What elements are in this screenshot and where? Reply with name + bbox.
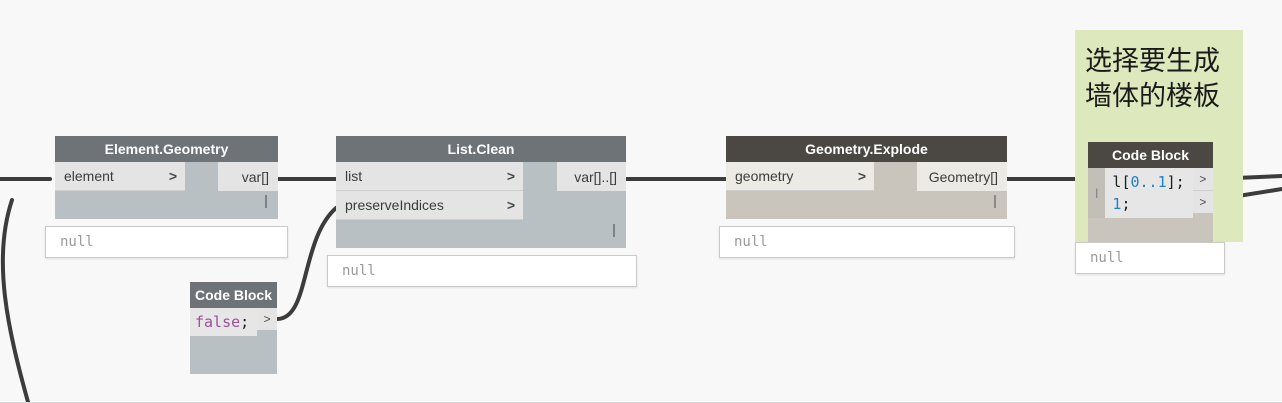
output-port-geometry-array[interactable]: Geometry[] [917,162,1007,191]
code-block-gutter: l [1088,168,1106,218]
preview-value: null [1090,250,1124,266]
node-footer [726,191,1007,219]
port-row: element > var[] [55,162,278,191]
code-token-range: 0..1 [1130,173,1167,191]
port-row: preserveIndices > [336,191,626,220]
input-port-element[interactable]: element > [55,162,185,191]
preview-value: null [734,234,768,250]
lacing-indicator-icon[interactable] [613,224,615,237]
node-gap-right [557,191,626,220]
node-title-geometry-explode: Geometry.Explode [726,136,1007,162]
code-token-keyword: false [195,313,241,331]
preview-bubble-list-clean: null [327,255,637,287]
code-token-punct: ; [240,313,250,331]
output-port-label: var[] [241,168,269,185]
code-block-outputs: > [257,308,277,336]
node-footer [336,220,626,248]
chevron-right-icon: > [506,197,515,213]
node-body-geometry-explode: geometry > Geometry[] [726,162,1007,219]
node-gap [523,191,557,220]
chevron-right-icon: > [857,168,866,184]
node-title-list-clean: List.Clean [336,136,626,162]
chevron-right-icon: > [168,168,177,184]
output-port-cb-false-0[interactable]: > [257,308,277,330]
chevron-right-icon: > [506,168,515,184]
preview-value: null [342,263,376,279]
input-port-label: element [64,168,114,184]
node-gap [523,162,557,191]
input-port-label: preserveIndices [345,197,444,213]
input-port-label: list [345,168,363,184]
node-body-element-geometry: element > var[] [55,162,278,219]
output-port-var[interactable]: var[] [218,162,278,191]
input-port-geometry[interactable]: geometry > [726,162,874,191]
lacing-indicator-icon[interactable] [265,195,267,208]
port-row: geometry > Geometry[] [726,162,1007,191]
port-row: list > var[]..[] [336,162,626,191]
note-text: 选择要生成 墙体的楼板 [1085,46,1220,112]
code-block-editor-index[interactable]: l[0..1]; 1; [1105,168,1193,218]
node-title-code-block-index: Code Block [1088,142,1213,168]
node-footer [55,191,278,219]
node-body-code-block-false: false; > [190,308,277,374]
input-port-label: geometry [735,168,794,184]
code-block-row: l l[0..1]; 1; > > [1088,168,1213,218]
node-code-block-index[interactable]: Code Block l l[0..1]; 1; > > [1088,142,1213,254]
input-port-preserveindices[interactable]: preserveIndices > [336,191,523,220]
node-geometry-explode[interactable]: Geometry.Explode geometry > Geometry[] [726,136,1007,219]
node-body-code-block-index: l l[0..1]; 1; > > [1088,168,1213,254]
code-token-punct2: ; [1121,195,1131,213]
output-port-var-nested[interactable]: var[]..[] [557,162,626,191]
output-port-cb-index-0[interactable]: > [1192,168,1213,191]
preview-bubble-element-geometry: null [45,226,288,258]
code-block-editor-false[interactable]: false; [190,308,258,336]
code-token-number: 1 [1112,195,1122,213]
code-block-outputs: > > [1192,168,1213,218]
preview-bubble-code-block-index: null [1075,242,1225,274]
code-token-var: l[ [1112,173,1131,191]
lacing-indicator-icon[interactable] [994,195,996,208]
node-body-list-clean: list > var[]..[] preserveIndices > [336,162,626,248]
node-list-clean[interactable]: List.Clean list > var[]..[] preserveIndi… [336,136,626,248]
node-gap [185,162,218,191]
wire-offscreen-bottom-left [0,198,30,402]
preview-value: null [60,234,94,250]
node-code-block-false[interactable]: Code Block false; > [190,282,277,374]
node-title-code-block-false: Code Block [190,282,277,308]
node-title-element-geometry: Element.Geometry [55,136,278,162]
code-token-punct: ]; [1166,173,1185,191]
node-element-geometry[interactable]: Element.Geometry element > var[] [55,136,278,219]
preview-bubble-geometry-explode: null [719,226,1015,258]
output-port-label: Geometry[] [928,168,998,185]
code-block-row: false; > [190,308,277,336]
node-gap [874,162,917,191]
node-footer [190,336,277,374]
output-port-label: var[]..[] [574,168,617,185]
input-port-list[interactable]: list > [336,162,523,191]
output-port-cb-index-1[interactable]: > [1192,191,1213,213]
